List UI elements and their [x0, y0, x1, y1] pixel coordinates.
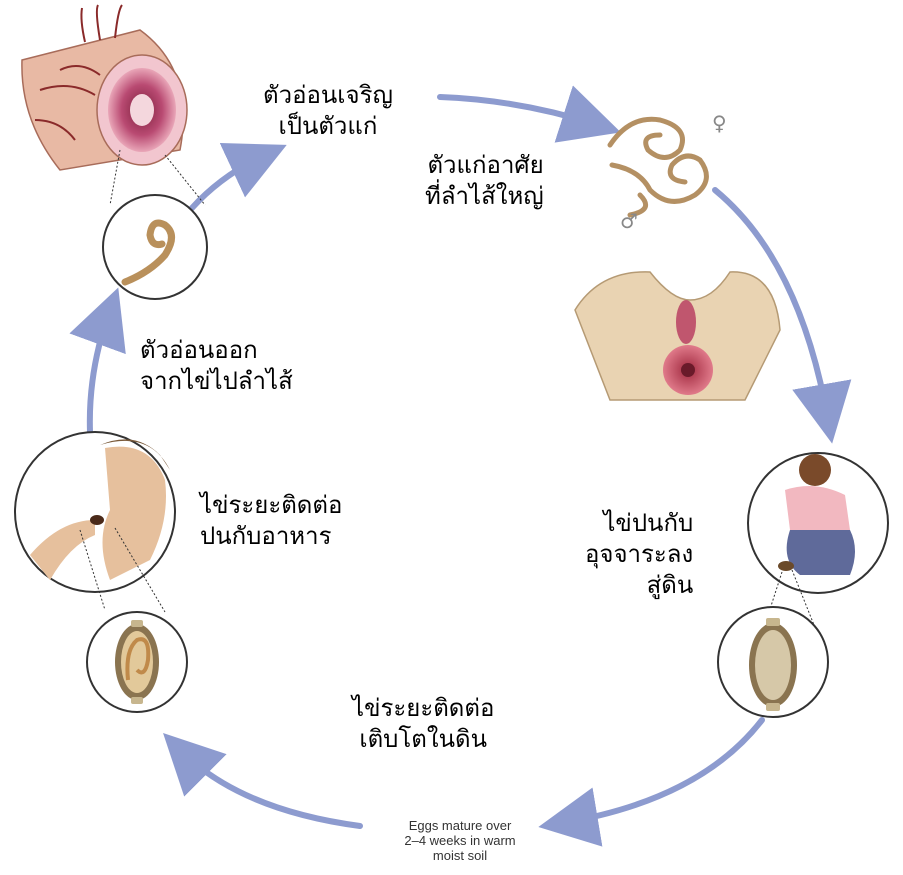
intestine-illustration: [22, 5, 187, 170]
larva-icon: [103, 195, 207, 299]
arrow-larva-to-mature: [192, 155, 265, 208]
arrow-ingest-to-hatch: [90, 310, 110, 432]
adult-worms-icon: [610, 119, 706, 215]
person-eating: [15, 432, 175, 592]
male-symbol: ♂: [620, 209, 638, 233]
label-ingest: ไข่ระยะติดต่อ ปนกับอาหาร: [200, 490, 342, 552]
arrow-soil-to-ingest: [180, 750, 360, 826]
female-symbol: ♀: [712, 111, 727, 135]
label-adult-location: ตัวแก่อาศัย ที่ลำไส้ใหญ่: [425, 150, 544, 212]
embryonated-egg: [87, 612, 187, 712]
label-hatch: ตัวอ่อนออก จากไข่ไปลำไส้: [140, 335, 293, 397]
label-mature: ตัวอ่อนเจริญ เป็นตัวแก่: [263, 80, 393, 142]
unembryonated-egg: [718, 607, 828, 717]
arrow-mature-to-adult: [440, 97, 598, 125]
perianal-anatomy: [575, 272, 780, 400]
squatting-child: [748, 453, 888, 593]
english-note: Eggs mature over 2–4 weeks in warm moist…: [380, 818, 540, 863]
arrow-egg-to-soil: [562, 720, 762, 823]
label-feces: ไข่ปนกับ อุจจาระลง สู่ดิน: [585, 508, 693, 601]
label-soil-develop: ไข่ระยะติดต่อ เติบโตในดิน: [352, 693, 494, 755]
